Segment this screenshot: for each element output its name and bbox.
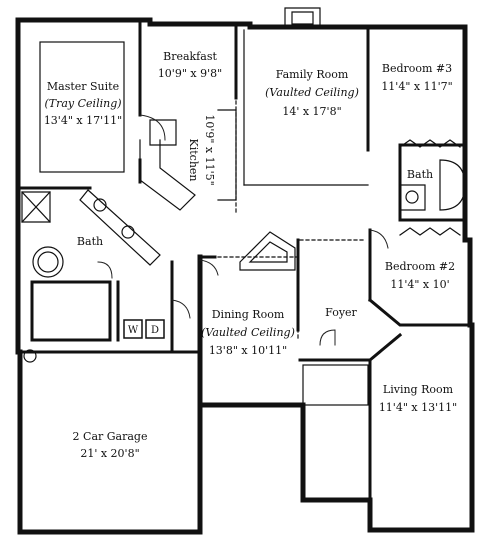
- kitchen-name: Kitchen: [187, 139, 200, 182]
- hall-bath-sink: [405, 190, 419, 204]
- hall-bath-tub: [439, 159, 466, 211]
- kitchen-dims: 10'9" x 11'5": [203, 114, 216, 185]
- breakfast-name: Breakfast: [163, 50, 217, 63]
- family-note: (Vaulted Ceiling): [265, 86, 359, 99]
- bedroom2-name: Bedroom #2: [385, 260, 455, 273]
- living-dims: 11'4" x 13'11": [379, 401, 457, 414]
- kitchen-counter: [139, 139, 196, 211]
- dining-dims: 13'8" x 10'11": [209, 344, 287, 357]
- dryer-label: D: [151, 325, 159, 336]
- bedroom3-dims: 11'4" x 11'7": [381, 80, 452, 93]
- foyer-name: Foyer: [325, 306, 357, 319]
- washer-box: [123, 319, 143, 339]
- door-swing-bath: [97, 261, 113, 279]
- dryer-box: [145, 319, 165, 339]
- vanity-sink-1: [93, 198, 107, 212]
- master-note: (Tray Ceiling): [44, 97, 121, 110]
- breakfast-dims: 10'9" x 9'8": [158, 67, 222, 80]
- door-swing-foyer: [319, 329, 336, 346]
- door-swing-bed2: [369, 229, 389, 249]
- master-name: Master Suite: [47, 80, 119, 93]
- family-name: Family Room: [276, 68, 349, 81]
- living-name: Living Room: [383, 383, 454, 396]
- door-swing-master: [139, 114, 166, 141]
- fireplace-top: [284, 7, 321, 29]
- tray-ceiling-outline: [39, 41, 125, 173]
- wall-outer-right: [197, 142, 475, 533]
- garage-dims: 21' x 20'8": [80, 447, 139, 460]
- closet-zigzag-bed3: [399, 139, 461, 148]
- kitchen-right-counter: [217, 109, 237, 201]
- shower-x2: [21, 191, 51, 223]
- wall-master-bath-lower: [30, 280, 112, 342]
- family-dims: 14' x 17'8": [282, 105, 341, 118]
- kitchen-island: [149, 119, 177, 146]
- washer-label: W: [128, 325, 139, 336]
- master-dims: 13'4" x 17'11": [44, 114, 122, 127]
- corner-fireplace-inner: [248, 241, 288, 263]
- hall-bath-vanity: [399, 184, 426, 211]
- exterior-light: [23, 349, 37, 363]
- wall-outer-bottom-garage: [17, 349, 203, 535]
- door-swing-garage: [171, 299, 191, 319]
- walls: [15, 7, 475, 535]
- door-swing-dining: [199, 259, 219, 276]
- wall-foyer-bottom: [298, 332, 403, 362]
- closet-zigzag-bed2: [399, 227, 461, 236]
- master-bath-name: Bath: [77, 235, 103, 248]
- corner-fireplace: [239, 231, 296, 271]
- bedroom3-name: Bedroom #3: [382, 62, 452, 75]
- room-labels: Master Suite (Tray Ceiling) 13'4" x 17'1…: [44, 50, 457, 460]
- wall-outer-left: [15, 17, 23, 355]
- master-vanity: [79, 189, 161, 266]
- dining-note: (Vaulted Ceiling): [201, 326, 295, 339]
- hall-bath-name: Bath: [407, 168, 433, 181]
- vanity-sink-2: [121, 225, 135, 239]
- master-tub-inner: [37, 251, 59, 273]
- bedroom2-dims: 11'4" x 10': [390, 278, 449, 291]
- dining-name: Dining Room: [212, 308, 285, 321]
- master-tub: [32, 246, 64, 278]
- fireplace-inner: [291, 11, 314, 25]
- wall-outer-top: [15, 17, 468, 148]
- garage-name: 2 Car Garage: [73, 430, 148, 443]
- porch: [302, 364, 369, 406]
- wall-bed2-bottom: [367, 297, 472, 327]
